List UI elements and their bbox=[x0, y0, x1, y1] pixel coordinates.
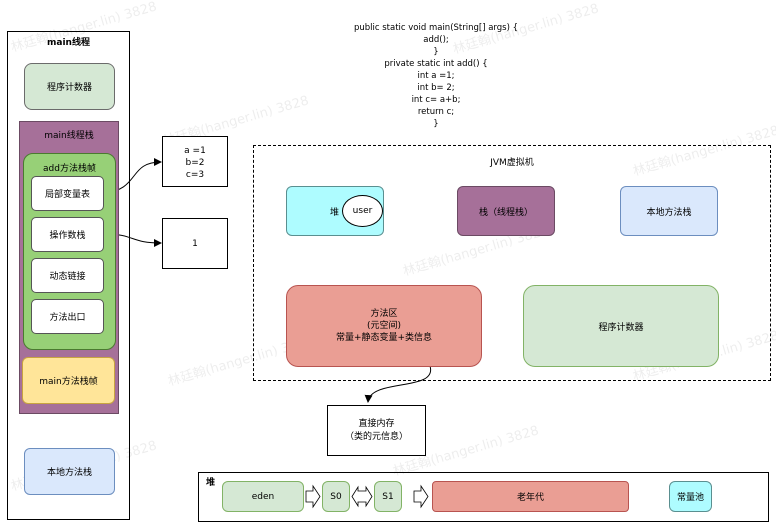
local-variable-table: 局部变量表 bbox=[31, 176, 104, 211]
method-area-title: 方法区 bbox=[370, 309, 398, 319]
main-method-frame: main方法栈帧 bbox=[22, 357, 115, 404]
code-line: int c= a+b; bbox=[411, 95, 461, 105]
add-method-frame-label: add方法栈帧 bbox=[43, 163, 96, 174]
pc-register-left: 程序计数器 bbox=[24, 63, 115, 110]
direct-memory-title: 直接内存 bbox=[358, 418, 395, 429]
pc-register-box: 程序计数器 bbox=[523, 285, 719, 367]
thread-stack-box: 栈（线程栈） bbox=[457, 186, 555, 236]
direct-memory-box: 直接内存 （类的元信息） bbox=[327, 405, 426, 456]
user-object: user bbox=[342, 195, 383, 227]
local-var-c: c=3 bbox=[185, 170, 205, 180]
heap-label: 堆 bbox=[330, 208, 340, 218]
arrow-method-area-direct bbox=[364, 365, 431, 403]
constant-pool: 常量池 bbox=[669, 481, 712, 512]
main-thread-title: main线程 bbox=[47, 37, 90, 48]
native-method-stack-box: 本地方法栈 bbox=[620, 186, 718, 236]
operand-stack: 操作数栈 bbox=[31, 217, 104, 252]
survivor-s0: S0 bbox=[322, 481, 350, 512]
method-area: 方法区 (元空间) 常量+静态变量+类信息 bbox=[286, 285, 482, 367]
local-vars-values-box: a =1 b=2 c=3 bbox=[162, 136, 228, 187]
native-method-stack-left: 本地方法栈 bbox=[24, 448, 115, 495]
code-line: add(); bbox=[423, 35, 449, 45]
code-line: } bbox=[433, 119, 439, 129]
arrow-eden-to-s0 bbox=[305, 484, 321, 509]
local-var-a: a =1 bbox=[184, 146, 206, 156]
dynamic-linking: 动态链接 bbox=[31, 258, 104, 293]
code-line: public static void main(String[] args) { bbox=[353, 23, 519, 33]
heap-strip-title: 堆 bbox=[206, 478, 216, 488]
heap-generations bbox=[198, 472, 769, 522]
code-line: } bbox=[433, 47, 439, 57]
code-line: return c; bbox=[417, 107, 455, 117]
code-snippet: public static void main(String[] args) {… bbox=[0, 22, 776, 132]
code-line: int a =1; bbox=[417, 71, 455, 81]
arrow-s1-to-old bbox=[413, 484, 429, 509]
eden-space: eden bbox=[222, 481, 304, 512]
direct-memory-subtitle: （类的元信息） bbox=[344, 431, 408, 442]
main-thread-stack-label: main线程栈 bbox=[44, 130, 94, 141]
main-thread-frame bbox=[7, 31, 130, 520]
survivor-s1: S1 bbox=[374, 481, 402, 512]
method-area-subtitle: (元空间) bbox=[366, 321, 402, 331]
code-line: private static int add() { bbox=[384, 59, 488, 69]
operand-value-box: 1 bbox=[162, 218, 228, 269]
code-line: int b= 2; bbox=[417, 83, 455, 93]
method-area-content: 常量+静态变量+类信息 bbox=[335, 333, 433, 343]
old-generation: 老年代 bbox=[432, 481, 629, 512]
method-exit: 方法出口 bbox=[31, 299, 104, 334]
jvm-title: JVM虚拟机 bbox=[490, 157, 534, 168]
arrow-s0-s1-bidirectional bbox=[351, 485, 373, 508]
local-var-b: b=2 bbox=[185, 158, 205, 168]
jvm-container bbox=[253, 145, 771, 381]
